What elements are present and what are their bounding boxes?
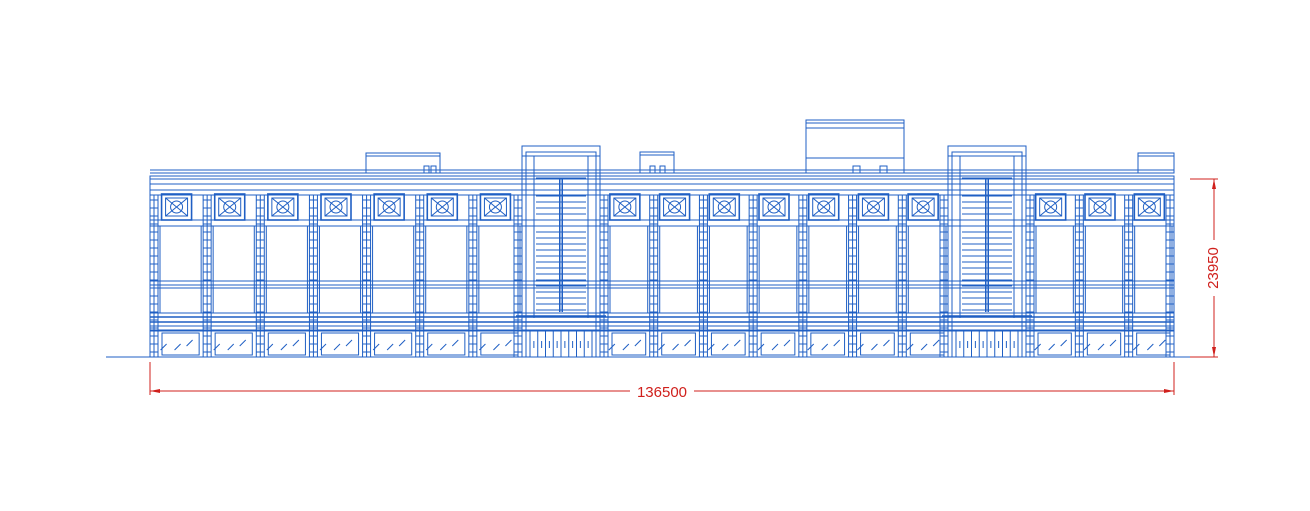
facade-bay (1025, 193, 1074, 358)
facade-bay (149, 193, 202, 358)
facade-bay (798, 193, 848, 358)
height-dimension-label: 23950 (1205, 247, 1222, 289)
roof-box-2 (639, 151, 675, 174)
roof-structures (365, 119, 1175, 174)
facade-bays (149, 193, 1175, 358)
width-dimension: 136500 (149, 362, 1175, 401)
roof-box-1 (365, 152, 441, 174)
facade-bay (468, 193, 523, 358)
roof-box-4 (1137, 152, 1175, 174)
facade-bay (1074, 193, 1124, 358)
facade-bay (649, 193, 698, 358)
facade-bay (897, 193, 949, 358)
height-dimension: 23950 (1190, 178, 1222, 358)
roof-box-3 (805, 119, 905, 174)
facade-bay (255, 193, 308, 358)
facade-bay (848, 193, 897, 358)
facade-bay (202, 193, 255, 358)
facade-bay (1124, 193, 1175, 358)
facade-bay (415, 193, 468, 358)
facade-bay (698, 193, 748, 358)
width-dimension-label: 136500 (637, 384, 687, 401)
building-body (149, 169, 1175, 358)
facade-bay (599, 193, 649, 358)
stair-tower-right (942, 145, 1032, 358)
stair-tower-left (516, 145, 606, 358)
facade-bay (308, 193, 362, 358)
facade-bay (748, 193, 798, 358)
facade-bay (362, 193, 415, 358)
